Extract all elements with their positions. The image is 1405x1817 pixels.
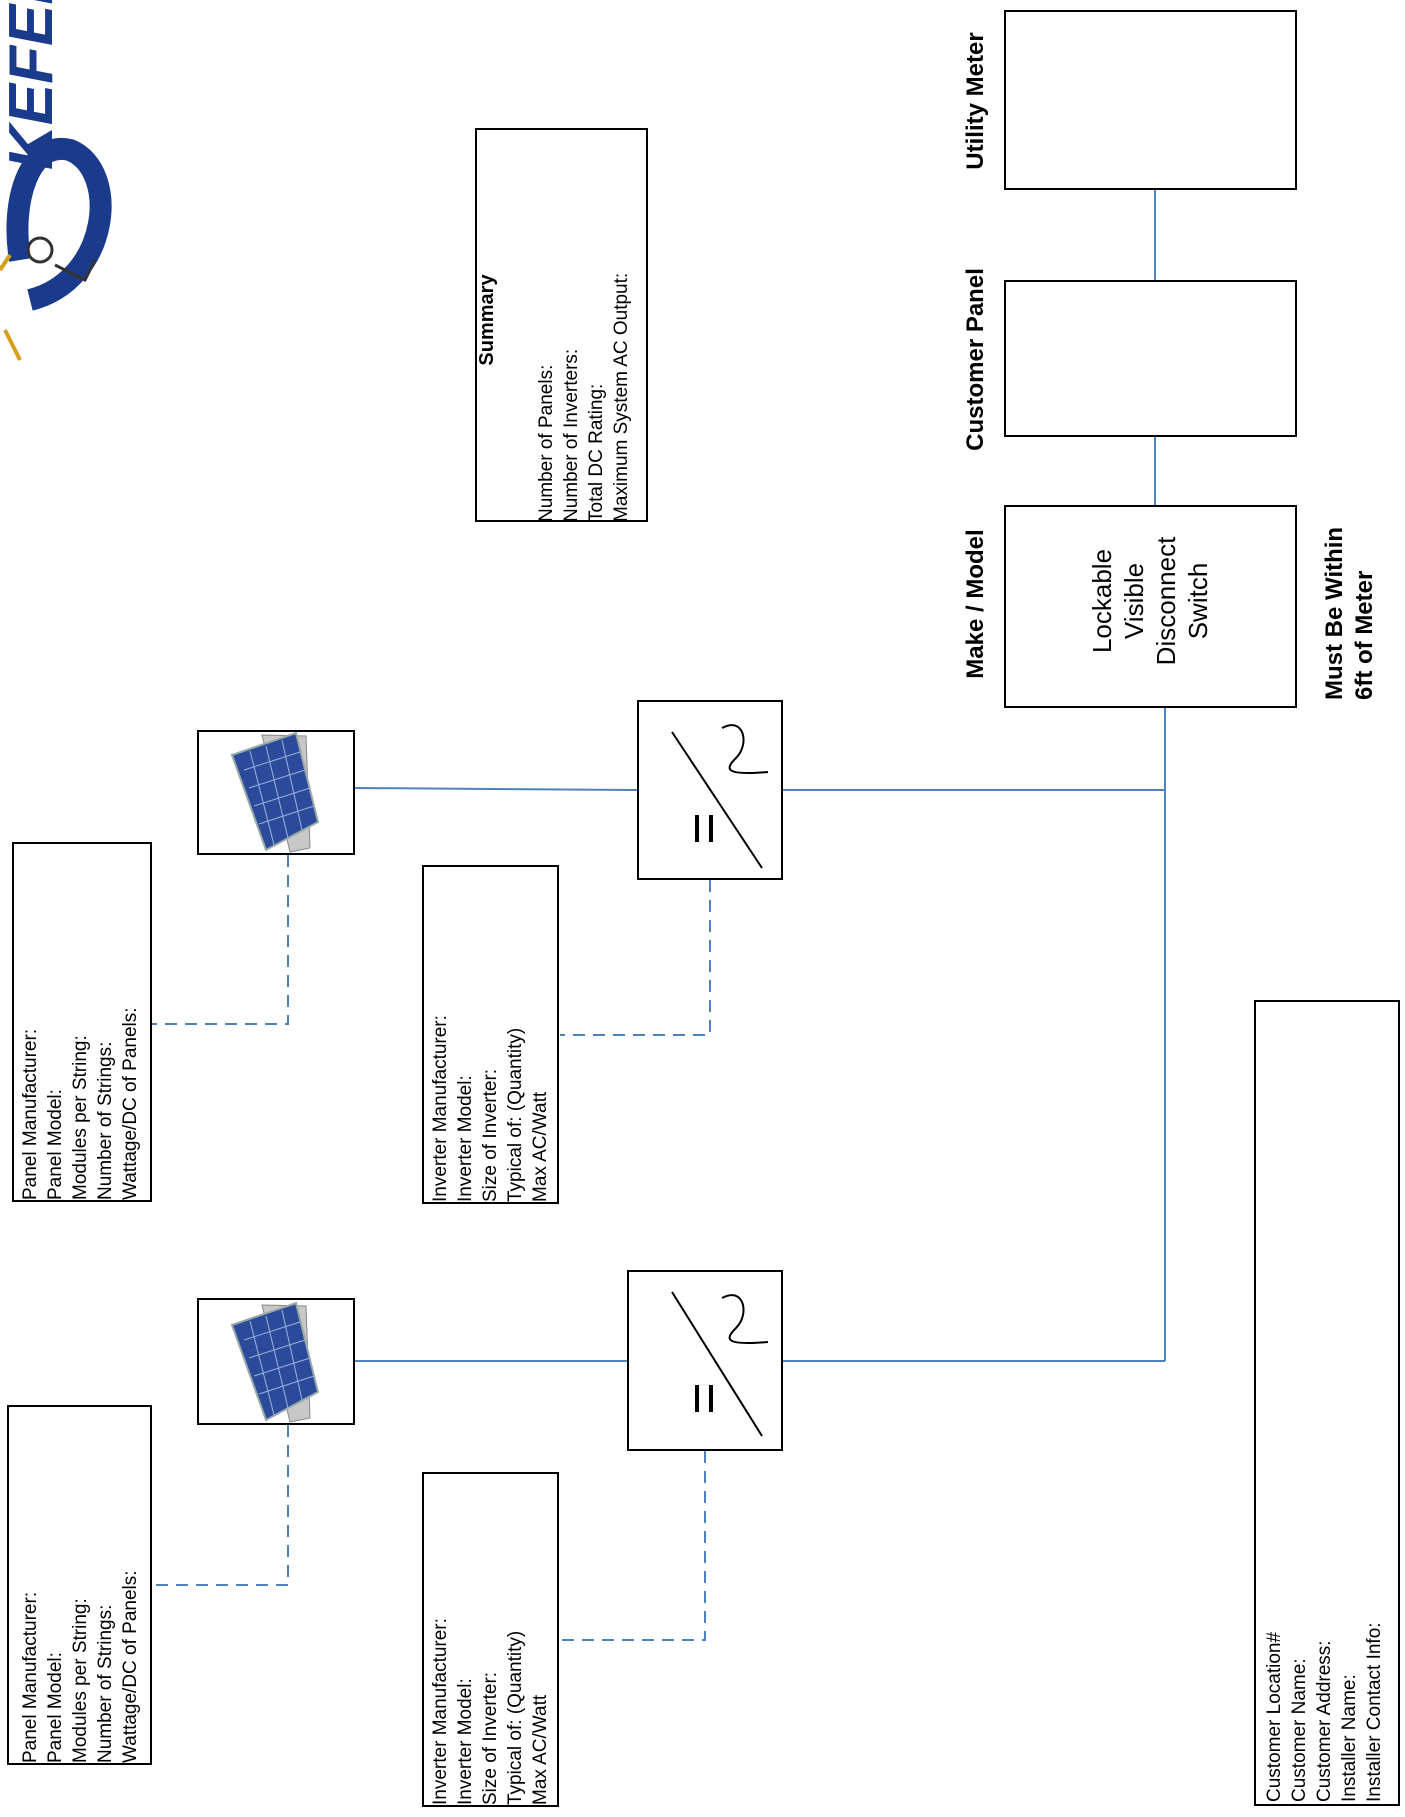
inverter-info-line: Max AC/Watt: [530, 1694, 551, 1805]
ac-wiring: [783, 190, 1166, 1362]
disconnect-line: Lockable: [1087, 548, 1117, 654]
customer-info-line: Customer Address:: [1314, 1640, 1335, 1802]
panel-info-text-bottom: Panel Manufacturer: Panel Model: Modules…: [18, 1570, 143, 1763]
inverter-info-line: Typical of: (Quantity): [505, 1630, 526, 1805]
summary-lines: Number of Panels: Number of Inverters: T…: [534, 273, 634, 522]
inverter-info-line: Size of Inverter:: [480, 1671, 501, 1805]
inverter-info-line: Typical of: (Quantity): [505, 1027, 526, 1202]
dashed-leaders: [150, 855, 711, 1641]
summary-line: Number of Panels:: [536, 364, 557, 522]
inverter-box-bottom: [627, 1270, 783, 1451]
panel-info-line: Panel Model:: [45, 1652, 66, 1763]
customer-panel-box: [1004, 280, 1297, 437]
customer-info-box: [1254, 1000, 1400, 1806]
utility-meter-label: Utility Meter: [962, 32, 989, 170]
customer-panel-label: Customer Panel: [962, 268, 989, 451]
inverter-info-text-bottom: Inverter Manufacturer: Inverter Model: S…: [428, 1618, 553, 1805]
inverter-info-line: Inverter Manufacturer:: [430, 1618, 451, 1805]
solar-panel-icon-bottom: [230, 1301, 320, 1423]
logo-text: KEFEN: [0, 0, 66, 170]
customer-info-line: Installer Name:: [1339, 1674, 1360, 1802]
solar-panel-box-top: [197, 730, 355, 855]
svg-text:KEFEN: KEFEN: [0, 0, 66, 170]
inverter-info-text-top: Inverter Manufacturer: Inverter Model: S…: [428, 1015, 553, 1202]
panel-info-line: Panel Manufacturer:: [20, 1028, 41, 1200]
panel-info-box-top: [12, 842, 152, 1202]
panel-info-line: Modules per String:: [70, 1035, 91, 1200]
panel-info-line: Wattage/DC of Panels:: [120, 1007, 141, 1200]
summary-line: Number of Inverters:: [561, 348, 582, 522]
inverter-info-line: Inverter Model:: [455, 1075, 476, 1202]
inverter-symbol-bottom: [671, 1291, 769, 1437]
summary-box: [475, 128, 648, 522]
inverter-box-top: [637, 700, 783, 880]
solar-panel-icon-top: [230, 731, 320, 853]
panel-info-box-bottom: [7, 1405, 152, 1765]
summary-line: Total DC Rating:: [586, 383, 607, 522]
inverter-info-line: Inverter Model:: [455, 1678, 476, 1805]
inverter-symbol-top: [671, 724, 769, 869]
disconnect-note-line: Must Be Within: [1321, 526, 1348, 700]
customer-info-text: Customer Location# Customer Name: Custom…: [1262, 1622, 1387, 1802]
solar-panel-box-bottom: [197, 1298, 355, 1425]
summary-line: Maximum System AC Output:: [611, 272, 632, 522]
logo-emblem: [0, 137, 112, 361]
summary-title: Summary: [476, 274, 498, 366]
disconnect-line: Switch: [1183, 562, 1213, 640]
inverter-info-line: Inverter Manufacturer:: [430, 1015, 451, 1202]
panel-info-line: Panel Manufacturer:: [20, 1591, 41, 1763]
inverter-info-line: Size of Inverter:: [480, 1068, 501, 1202]
panel-info-line: Number of Strings:: [95, 1604, 116, 1763]
dc-wiring: [354, 787, 638, 1362]
panel-info-line: Modules per String:: [70, 1598, 91, 1763]
disconnect-switch-text: Lockable Visible Disconnect Switch: [1086, 516, 1214, 686]
disconnect-switch-box: [1004, 505, 1297, 708]
disconnect-note: Must Be Within 6ft of Meter: [1320, 490, 1380, 700]
disconnect-note-line: 6ft of Meter: [1351, 570, 1378, 700]
utility-meter-box: [1004, 10, 1297, 190]
inverter-info-box-top: [422, 865, 559, 1204]
panel-info-text-top: Panel Manufacturer: Panel Model: Modules…: [18, 1007, 143, 1200]
disconnect-line: Visible: [1119, 562, 1149, 640]
disconnect-line: Disconnect: [1151, 536, 1181, 666]
make-model-label: Make / Model: [962, 529, 989, 679]
panel-info-line: Number of Strings:: [95, 1041, 116, 1200]
customer-info-line: Customer Name:: [1289, 1658, 1310, 1802]
customer-info-line: Installer Contact Info:: [1364, 1622, 1385, 1802]
customer-info-line: Customer Location#: [1264, 1631, 1285, 1802]
panel-info-line: Panel Model:: [45, 1089, 66, 1200]
inverter-info-line: Max AC/Watt: [530, 1091, 551, 1202]
inverter-info-box-bottom: [422, 1472, 559, 1807]
panel-info-line: Wattage/DC of Panels:: [120, 1570, 141, 1763]
